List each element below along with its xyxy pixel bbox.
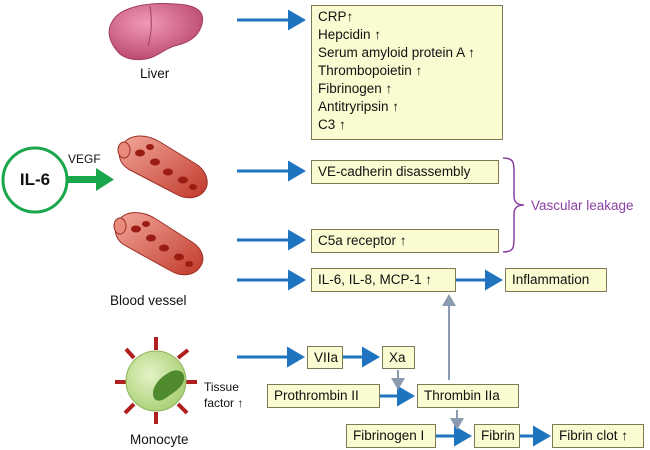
vegf-label: VEGF: [68, 152, 101, 166]
gray-arrows: [391, 294, 464, 430]
liver-product-item: C3 ↑: [318, 117, 346, 132]
thrombin-box: Thrombin IIa: [417, 384, 519, 408]
liver-icon: [108, 3, 204, 61]
c5a-receptor-box: C5a receptor ↑: [311, 229, 499, 253]
liver-label: Liver: [140, 66, 170, 81]
liver-product-item: Serum amyloid protein A ↑: [318, 45, 475, 60]
vegf-arrow: [67, 168, 114, 191]
tissue-factor-label-line2: factor ↑: [204, 396, 244, 410]
tissue-factor-label-line1: Tissue: [204, 380, 239, 394]
inflammation-box: Inflammation: [505, 268, 607, 292]
blood-vessel-label: Blood vessel: [110, 293, 187, 308]
il6-label: IL-6: [19, 170, 51, 189]
liver-product-item: Hepcidin ↑: [318, 27, 382, 42]
blood-vessel-icon-lower: [113, 212, 204, 276]
blood-vessel-icon-upper: [117, 135, 208, 199]
cytokines-box: IL-6, IL-8, MCP-1 ↑: [311, 268, 456, 292]
liver-product-item: CRP↑: [318, 9, 354, 24]
liver-product-item: Thrombopoietin ↑: [318, 63, 423, 78]
monocyte-icon: [115, 337, 197, 424]
monocyte-label: Monocyte: [130, 432, 189, 447]
ve-cadherin-box: VE-cadherin disassembly: [311, 160, 499, 184]
fibrin-clot-box: Fibrin clot ↑: [552, 424, 644, 448]
viia-box: VIIa: [307, 346, 343, 369]
liver-products-box: CRP↑ Hepcidin ↑ Serum amyloid protein A …: [311, 5, 503, 140]
xa-box: Xa: [382, 346, 415, 369]
prothrombin-box: Prothrombin II: [267, 384, 380, 408]
liver-product-item: Antitryripsin ↑: [318, 99, 400, 114]
liver-product-item: Fibrinogen ↑: [318, 81, 393, 96]
flow-arrows: [237, 9, 551, 447]
fibrin-box: Fibrin: [474, 424, 520, 448]
vascular-leakage-label: Vascular leakage: [531, 198, 634, 213]
vascular-leakage-brace: [502, 157, 525, 253]
fibrinogen-box: Fibrinogen I: [346, 424, 436, 448]
